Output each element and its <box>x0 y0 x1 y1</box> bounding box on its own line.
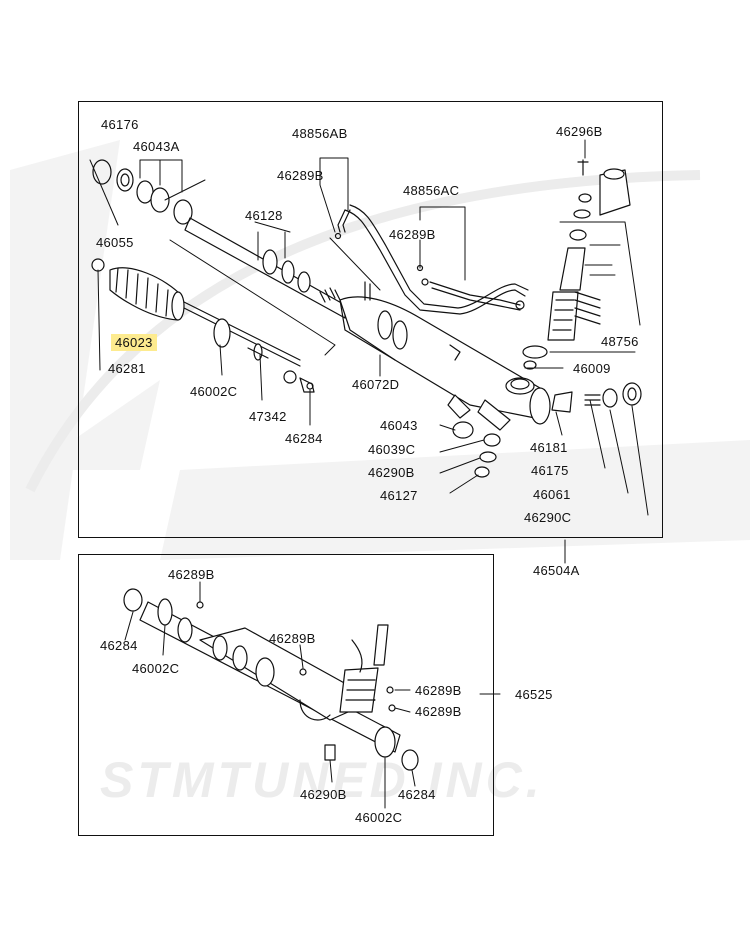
label-46023-highlighted: 46023 <box>111 334 157 351</box>
label-46290b-lower: 46290B <box>300 787 347 802</box>
label-46002c: 46002C <box>190 384 238 399</box>
label-46061: 46061 <box>533 487 571 502</box>
pinion-valve <box>522 159 631 370</box>
label-46289b-upper-mid: 46289B <box>389 227 436 242</box>
label-46128: 46128 <box>245 208 283 223</box>
label-46284: 46284 <box>285 431 323 446</box>
lower-assembly-frame <box>78 554 494 836</box>
label-48756: 48756 <box>601 334 639 349</box>
inner-rack <box>179 287 341 393</box>
lower-rack-assembly <box>123 588 419 771</box>
label-46284-lower-right: 46284 <box>398 787 436 802</box>
upper-assembly-frame <box>78 101 663 538</box>
upper-leaders <box>89 139 649 564</box>
label-46296b: 46296B <box>556 124 603 139</box>
label-46002c-lower-right: 46002C <box>355 810 403 825</box>
label-46525: 46525 <box>515 687 553 702</box>
label-46002c-lower-left: 46002C <box>132 661 180 676</box>
label-46055: 46055 <box>96 235 134 250</box>
fluid-lines <box>334 204 529 315</box>
label-46281: 46281 <box>108 361 146 376</box>
label-46289b-lower-top: 46289B <box>168 567 215 582</box>
label-48856ab: 48856AB <box>292 126 348 141</box>
label-46289b-lower-mid: 46289B <box>269 631 316 646</box>
label-46043a: 46043A <box>133 139 180 154</box>
label-46290b-upper: 46290B <box>368 465 415 480</box>
label-48856ac: 48856AC <box>403 183 460 198</box>
lower-leaders <box>124 581 501 809</box>
label-46504a: 46504A <box>533 563 580 578</box>
label-46039c: 46039C <box>368 442 416 457</box>
label-46175: 46175 <box>531 463 569 478</box>
label-46009: 46009 <box>573 361 611 376</box>
seal-set <box>92 159 311 293</box>
label-46290c: 46290C <box>524 510 572 525</box>
label-46176: 46176 <box>101 117 139 132</box>
label-46289b-upper-left: 46289B <box>277 168 324 183</box>
label-46181: 46181 <box>530 440 568 455</box>
rack-boot <box>91 258 185 321</box>
label-46289b-lower-right-2: 46289B <box>415 704 462 719</box>
label-46043: 46043 <box>380 418 418 433</box>
label-46289b-lower-right-1: 46289B <box>415 683 462 698</box>
label-47342: 47342 <box>249 409 287 424</box>
rack-housing <box>184 217 551 431</box>
label-46284-lower-left: 46284 <box>100 638 138 653</box>
label-46127: 46127 <box>380 488 418 503</box>
watermark-text: STMTUNED INC. <box>100 752 544 808</box>
label-46072d: 46072D <box>352 377 400 392</box>
